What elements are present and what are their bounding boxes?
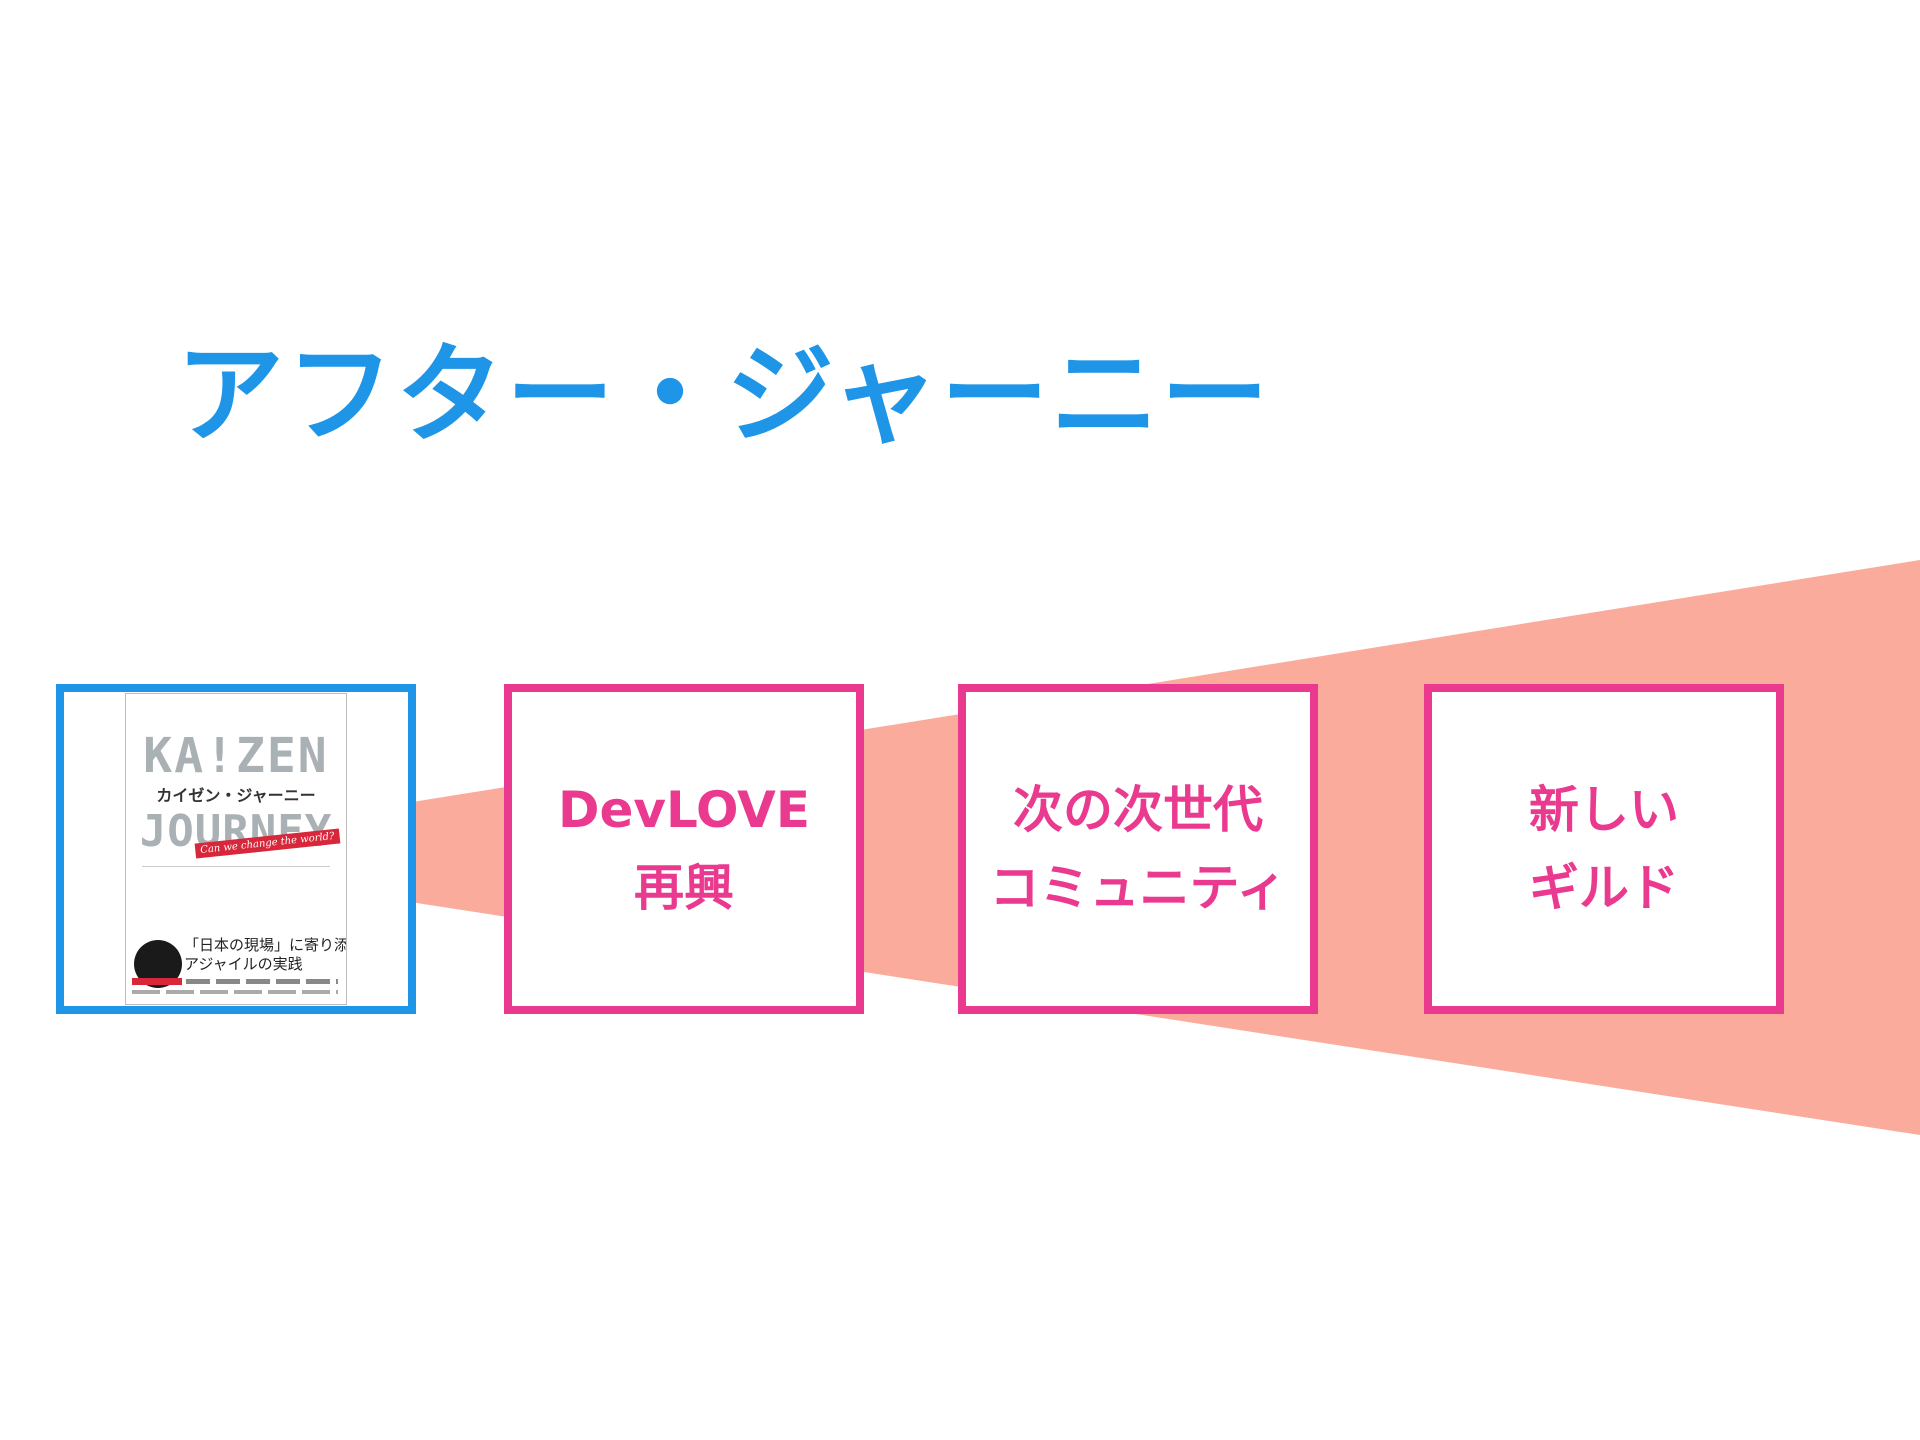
- box-new-guild: 新しい ギルド: [1424, 684, 1784, 1014]
- book-fine-print-2: [132, 990, 338, 994]
- slide-title: アフター・ジャーニー: [176, 333, 1271, 458]
- book-catch-line2: アジャイルの実践: [184, 955, 303, 973]
- book-cover: KA!ZEN カイゼン・ジャーニー JOURNEY Can we change …: [125, 693, 347, 1005]
- book-divider: [142, 866, 330, 867]
- box-next-community: 次の次世代 コミュニティ: [958, 684, 1318, 1014]
- box-new-guild-line1: 新しい: [1529, 781, 1679, 839]
- book-cover-frame: KA!ZEN カイゼン・ジャーニー JOURNEY Can we change …: [56, 684, 416, 1014]
- book-fine-print: [186, 979, 338, 984]
- box-next-community-line1: 次の次世代: [1013, 781, 1263, 839]
- book-red-bar: [132, 978, 182, 985]
- box-new-guild-line2: ギルド: [1529, 859, 1679, 917]
- book-catchphrase: 「日本の現場」に寄り添った アジャイルの実践: [184, 936, 347, 974]
- box-next-community-line2: コミュニティ: [989, 859, 1287, 917]
- book-title-ja: カイゼン・ジャーニー: [156, 786, 316, 805]
- book-title-en-line1: KA!ZEN: [143, 728, 329, 784]
- box-devlove-line1: DevLOVE: [557, 781, 811, 839]
- box-devlove-line2: 再興: [634, 859, 734, 917]
- book-catch-line1: 「日本の現場」に寄り添った: [184, 936, 347, 954]
- box-devlove: DevLOVE 再興: [504, 684, 864, 1014]
